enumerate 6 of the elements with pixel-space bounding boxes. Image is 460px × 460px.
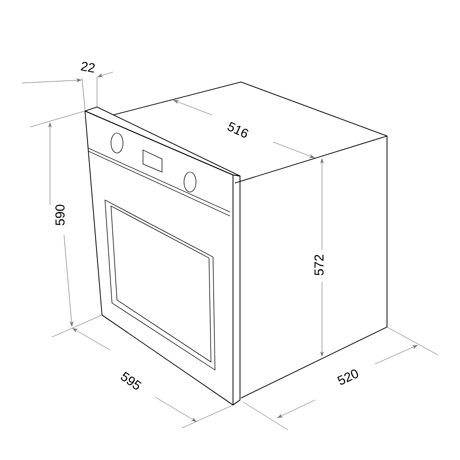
- dimension-label: 520: [337, 369, 358, 385]
- dimension-label: 22: [80, 62, 95, 73]
- dimension-label: 590: [55, 204, 65, 226]
- dimension-label: 572: [314, 254, 324, 276]
- dimension-label: 595: [120, 372, 142, 390]
- dimension-label: 516: [228, 122, 248, 138]
